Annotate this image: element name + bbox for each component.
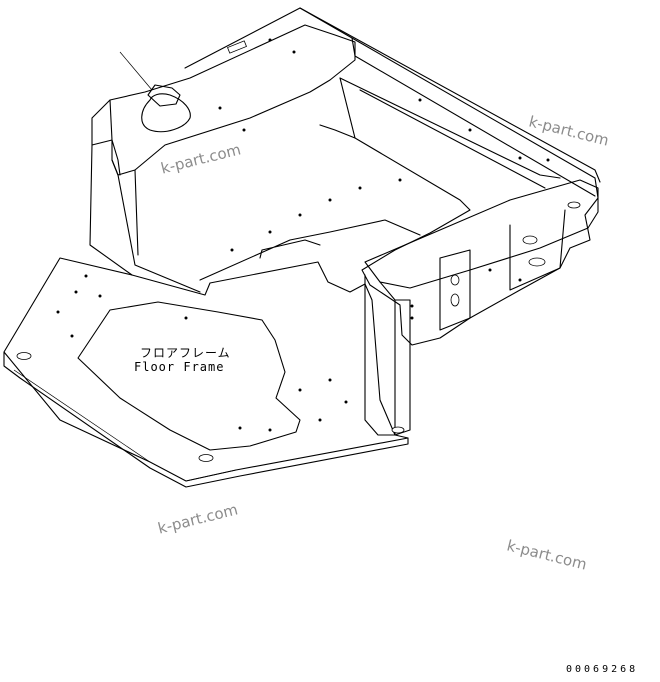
mount-hole — [16, 352, 32, 360]
mount-hole — [198, 454, 214, 462]
bolt-pattern — [56, 38, 550, 432]
floor-frame-label-en: Floor Frame — [134, 360, 225, 374]
right-console-box — [439, 249, 471, 331]
mount-hole — [567, 201, 581, 209]
mount-hole — [450, 274, 460, 286]
mount-hole — [450, 293, 460, 307]
part-number: 00069268 — [566, 664, 639, 675]
front-pillar — [364, 274, 396, 436]
joystick-top — [147, 84, 181, 107]
right-console-box-2 — [509, 209, 566, 291]
rear-top-beam — [299, 7, 601, 197]
inner-floor-step — [199, 219, 421, 281]
leader-line — [119, 51, 153, 91]
mount-hole — [391, 426, 405, 434]
rear-inner-wall — [339, 77, 561, 189]
mount-hole — [522, 235, 538, 245]
left-console-tower — [91, 24, 356, 176]
floor-cutout — [77, 301, 301, 451]
floor-frame-label-jp: フロアフレーム — [140, 346, 231, 360]
right-console-top — [364, 179, 599, 289]
left-console-side — [89, 144, 201, 293]
mount-hole — [528, 257, 546, 267]
floor-plate-bevel — [13, 369, 237, 482]
left-console-front — [109, 99, 121, 176]
floor-plate-edge — [3, 351, 409, 488]
front-pillar-side — [394, 299, 411, 436]
joystick-lever — [141, 93, 191, 133]
slot-hole — [227, 40, 247, 54]
floor-plate-outline — [3, 257, 409, 482]
